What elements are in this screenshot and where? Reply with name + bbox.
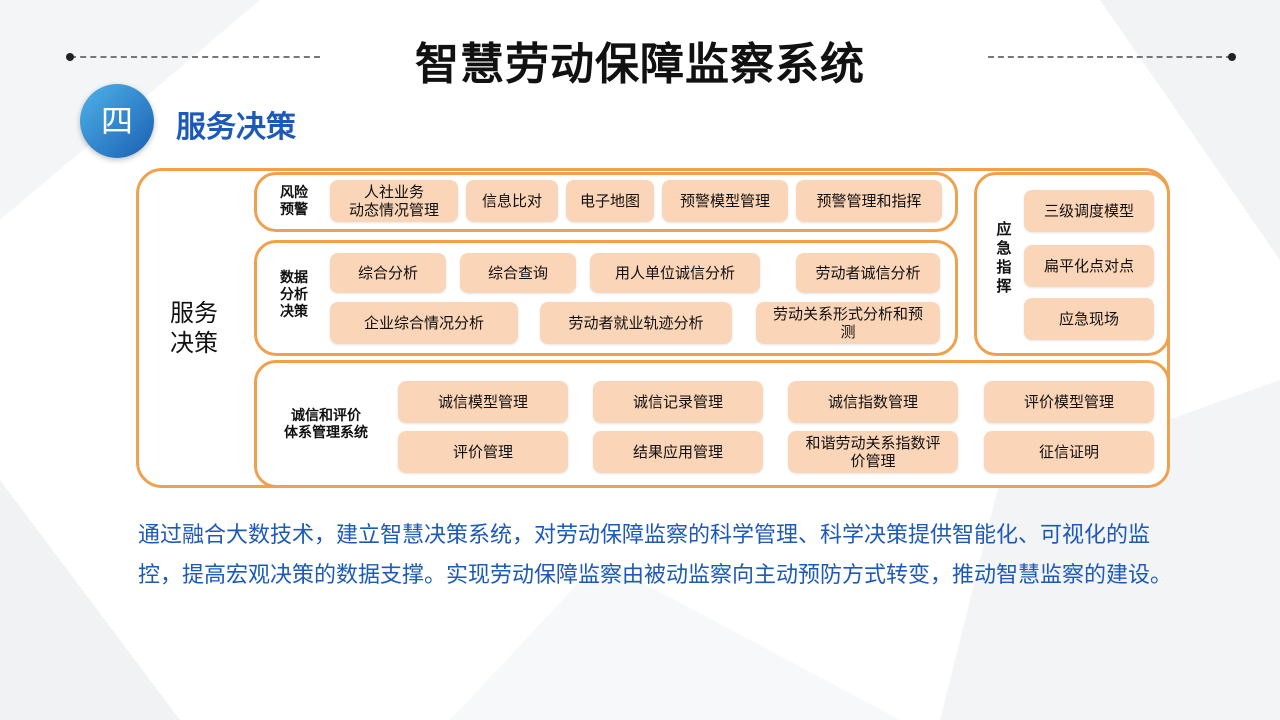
emergency-item-2: 扁平化点对点	[1024, 245, 1154, 287]
title-dot-right	[1228, 53, 1236, 61]
emergency-command-label: 应 急 指 挥	[996, 220, 1012, 295]
analysis-item-1: 综合分析	[330, 253, 446, 293]
title-dot-left	[66, 53, 74, 61]
analysis-item-7: 劳动关系形式分析和预 测	[756, 302, 940, 344]
risk-warning-label: 风险 预警	[280, 185, 308, 218]
description-text: 通过融合大数技术，建立智慧决策系统，对劳动保障监察的科学管理、科学决策提供智能化…	[138, 523, 1173, 588]
credit-item-3: 诚信指数管理	[788, 381, 958, 423]
title-divider-right	[988, 56, 1232, 58]
main-label: 服务 决策	[170, 299, 218, 357]
emergency-item-1: 三级调度模型	[1024, 190, 1154, 232]
risk-item-1: 人社业务 动态情况管理	[330, 180, 458, 222]
credit-item-5: 评价管理	[398, 431, 568, 473]
risk-item-5: 预警管理和指挥	[796, 180, 942, 222]
credit-item-4: 评价模型管理	[984, 381, 1154, 423]
analysis-item-6: 劳动者就业轨迹分析	[540, 302, 732, 344]
emergency-item-3: 应急现场	[1024, 298, 1154, 340]
analysis-item-3: 用人单位诚信分析	[590, 253, 760, 293]
analysis-item-4: 劳动者诚信分析	[796, 253, 940, 293]
risk-item-2: 信息比对	[466, 180, 558, 222]
page-title: 智慧劳动保障监察系统	[415, 39, 865, 90]
credit-evaluation-label: 诚信和评价 体系管理系统	[284, 408, 368, 441]
risk-item-4: 预警模型管理	[662, 180, 788, 222]
analysis-item-5: 企业综合情况分析	[330, 302, 518, 344]
title-divider-left	[70, 56, 320, 58]
credit-item-2: 诚信记录管理	[593, 381, 763, 423]
credit-item-8: 征信证明	[984, 431, 1154, 473]
credit-item-7: 和谐劳动关系指数评 价管理	[788, 431, 958, 473]
section-number-badge: 四	[80, 84, 154, 158]
credit-item-1: 诚信模型管理	[398, 381, 568, 423]
section-title: 服务决策	[176, 110, 296, 145]
risk-item-3: 电子地图	[566, 180, 654, 222]
credit-item-6: 结果应用管理	[593, 431, 763, 473]
analysis-item-2: 综合查询	[460, 253, 576, 293]
data-analysis-label: 数据 分析 决策	[280, 270, 308, 320]
